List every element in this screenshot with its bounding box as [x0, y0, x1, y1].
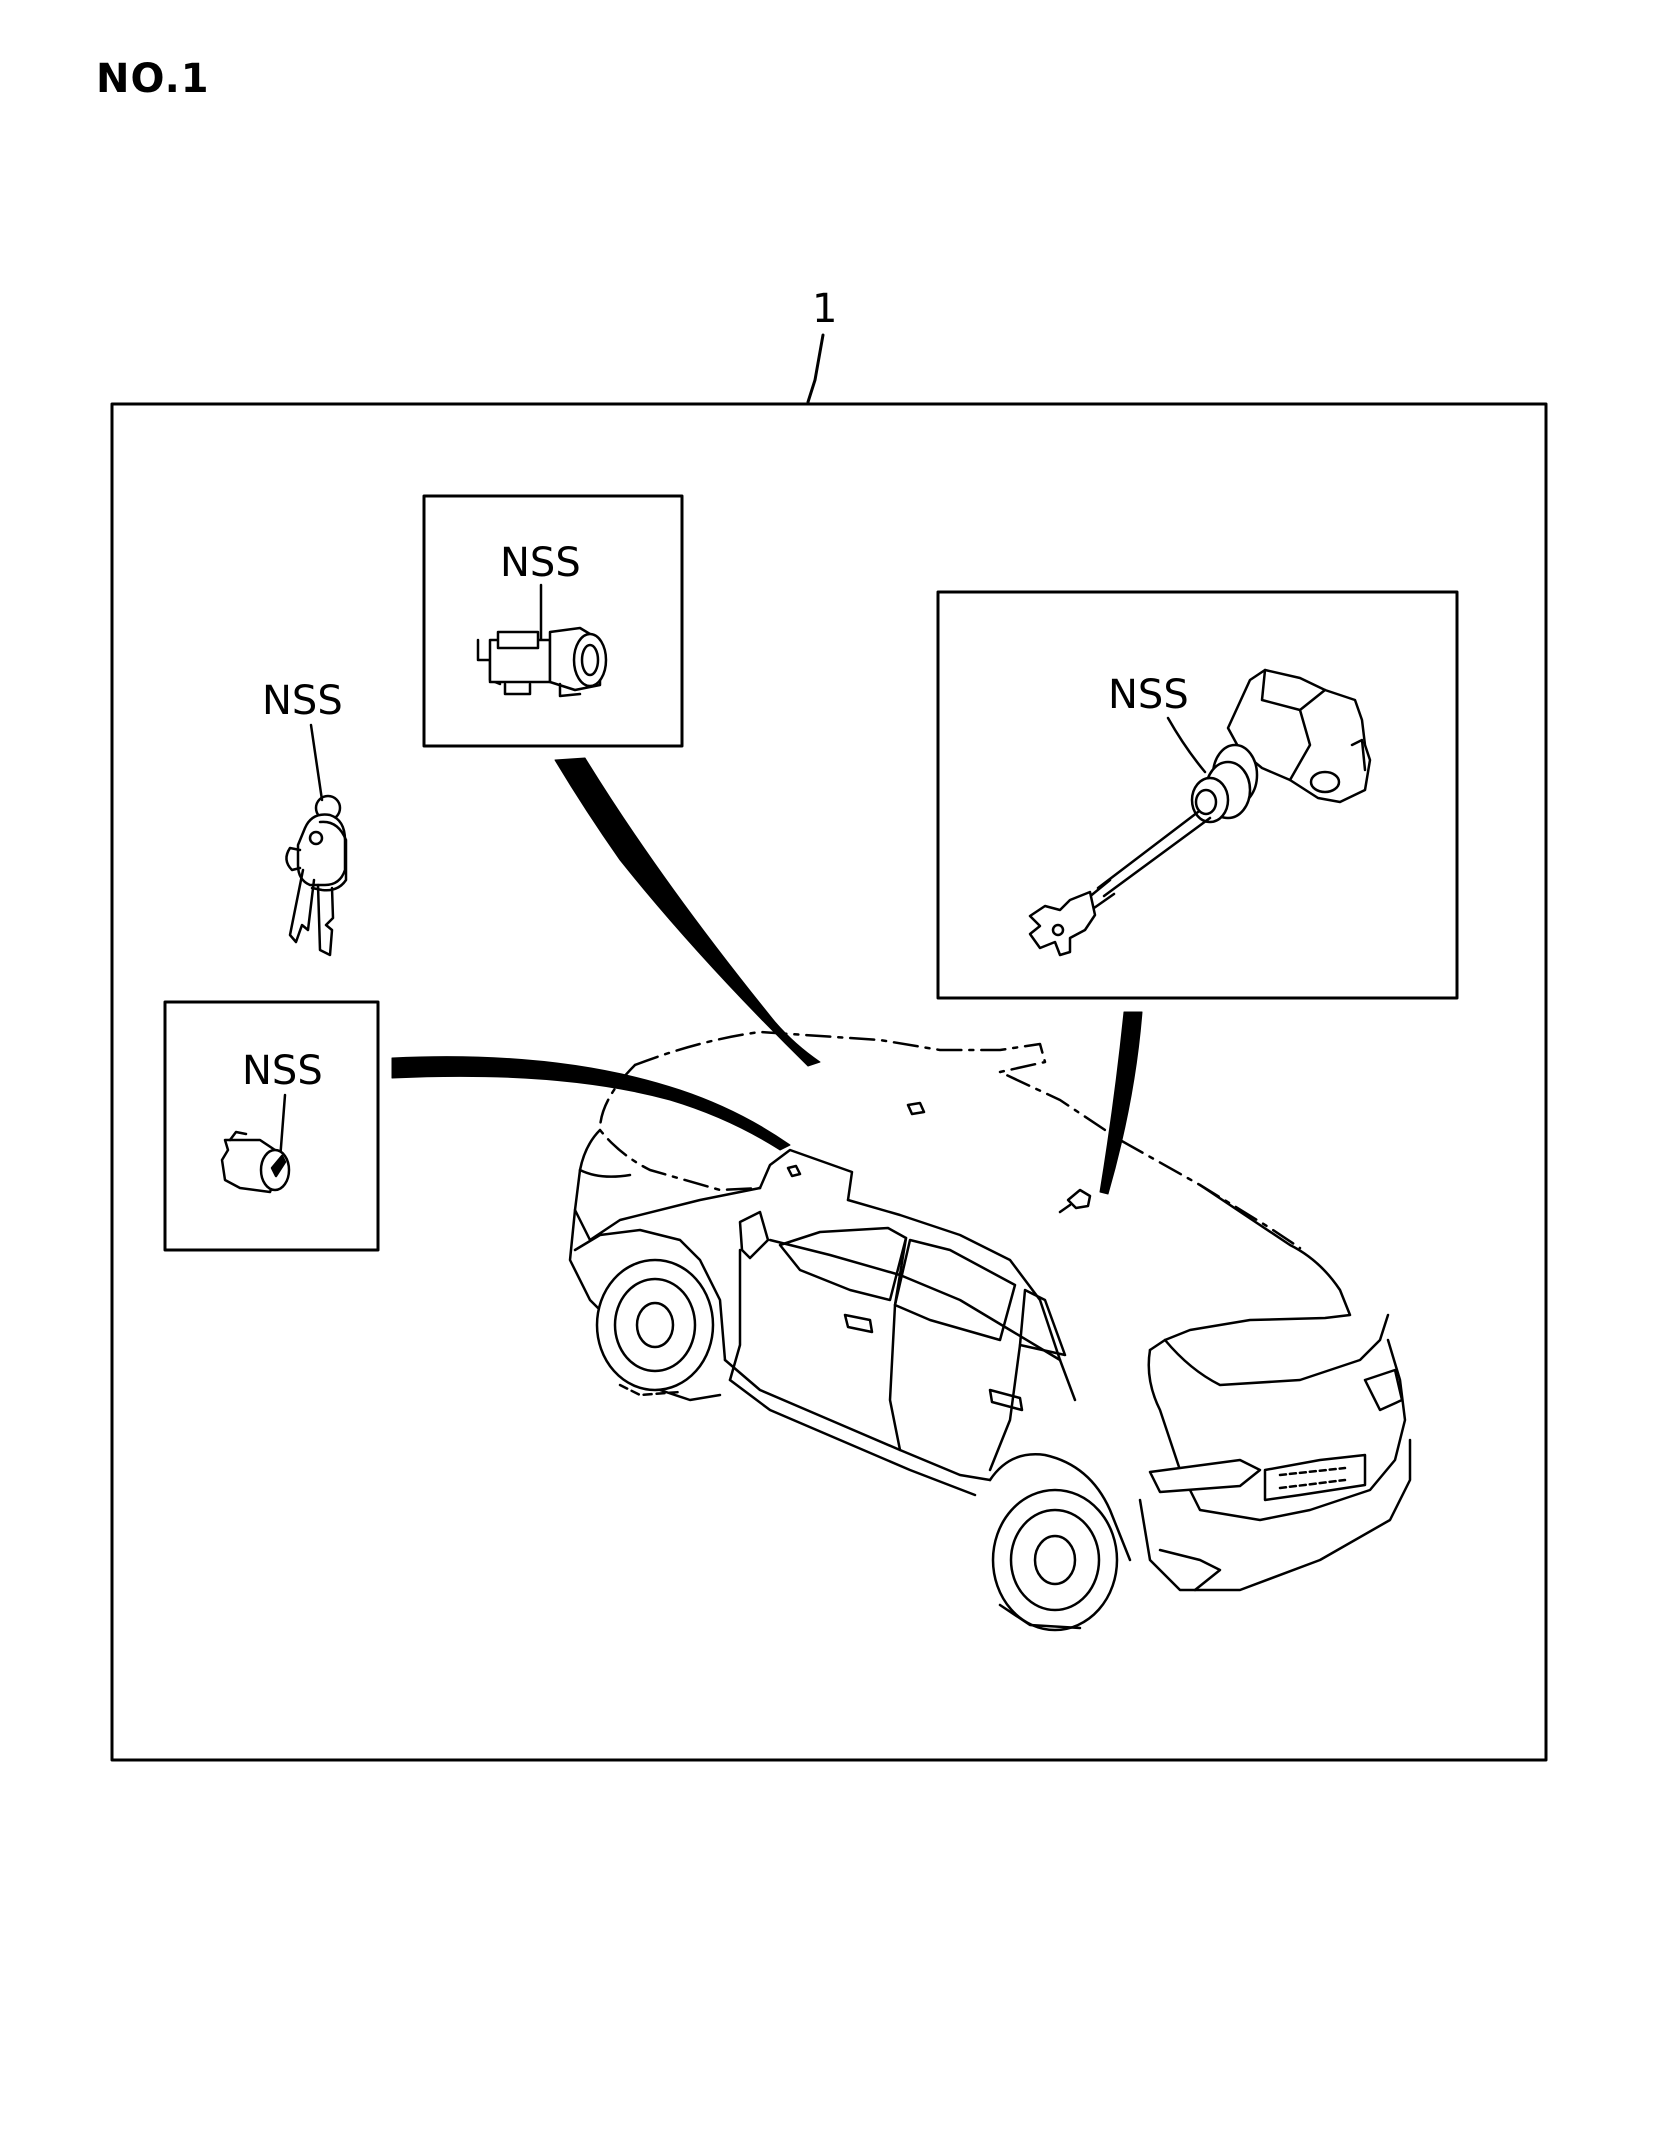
ignition-cylinder-pointer	[554, 757, 821, 1067]
door-cylinder-box	[163, 1000, 380, 1252]
keys-icon	[285, 794, 348, 957]
keys-leader-line	[309, 723, 324, 802]
door-cylinder-icon	[220, 1130, 291, 1194]
ignition-cylinder-group: NSS	[422, 494, 821, 1067]
tailgate-lock-icon	[1028, 668, 1372, 957]
tailgate-lock-box	[936, 590, 1459, 1000]
tailgate-lock-pointer	[1099, 1011, 1143, 1195]
door-cylinder-leader-line	[278, 1093, 287, 1162]
door-cylinder-pointer	[391, 1056, 791, 1151]
assembly-ref-label: 1	[812, 286, 837, 332]
keys-label: NSS	[262, 678, 343, 724]
tailgate-lock-group: NSS	[936, 590, 1459, 1195]
tailgate-lock-label: NSS	[1108, 672, 1189, 718]
door-cylinder-label: NSS	[242, 1048, 323, 1094]
keys-group: NSS	[262, 678, 348, 957]
assembly-frame	[110, 402, 1548, 1762]
vehicle-illustration	[568, 1030, 1412, 1632]
page-title: NO.1	[96, 56, 210, 102]
ignition-cylinder-icon	[476, 626, 608, 698]
tailgate-lock-leader-line	[1166, 716, 1207, 774]
door-cylinder-group: NSS	[163, 1000, 791, 1252]
ignition-cylinder-box	[422, 494, 684, 748]
assembly-leader-line	[806, 333, 825, 404]
ignition-cylinder-label: NSS	[500, 540, 581, 586]
